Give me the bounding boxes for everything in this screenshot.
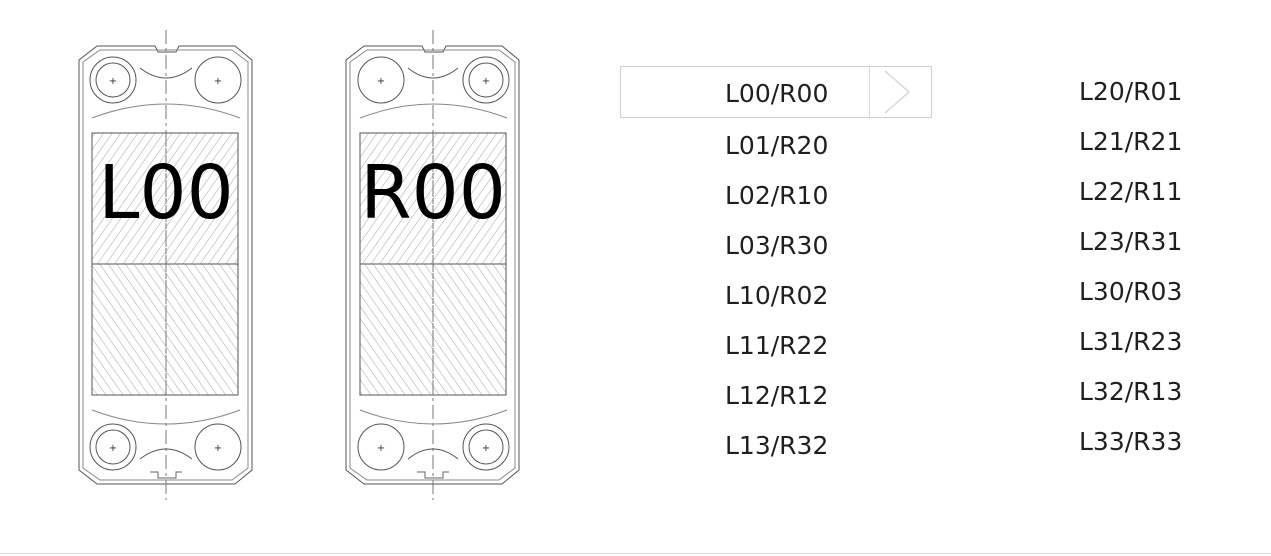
option-item[interactable]: L22/R11 — [1079, 177, 1183, 206]
left-plate-lower-hatch — [91, 263, 239, 396]
plate-diagram: + + + + L00 + + + + R00 — [78, 30, 520, 500]
bottom-divider — [0, 553, 1271, 554]
option-item[interactable]: L23/R31 — [1079, 227, 1183, 256]
port-crosshair-icon: + — [482, 443, 490, 454]
chevron-right-icon[interactable] — [883, 69, 913, 115]
option-item[interactable]: L10/R02 — [725, 281, 829, 310]
option-selected[interactable]: L00/R00 — [725, 79, 829, 108]
port-crosshair-icon: + — [482, 76, 490, 87]
selected-option-box[interactable] — [620, 66, 932, 118]
port-crosshair-icon: + — [214, 443, 222, 454]
option-item[interactable]: L31/R23 — [1079, 327, 1183, 356]
port-crosshair-icon: + — [214, 76, 222, 87]
option-item[interactable]: L20/R01 — [1079, 77, 1183, 106]
option-item[interactable]: L01/R20 — [725, 131, 829, 160]
option-item[interactable]: L13/R32 — [725, 431, 829, 460]
option-item[interactable]: L32/R13 — [1079, 377, 1183, 406]
port-crosshair-icon: + — [377, 443, 385, 454]
option-item[interactable]: L02/R10 — [725, 181, 829, 210]
option-item[interactable]: L30/R03 — [1079, 277, 1183, 306]
option-item[interactable]: L33/R33 — [1079, 427, 1183, 456]
option-item[interactable]: L11/R22 — [725, 331, 829, 360]
port-crosshair-icon: + — [377, 76, 385, 87]
option-item[interactable]: L12/R12 — [725, 381, 829, 410]
right-plate-label: R00 — [360, 150, 506, 236]
left-plate-label: L00 — [98, 150, 233, 236]
option-item[interactable]: L03/R30 — [725, 231, 829, 260]
selected-option-divider — [869, 67, 870, 117]
port-crosshair-icon: + — [109, 76, 117, 87]
option-item[interactable]: L21/R21 — [1079, 127, 1183, 156]
left-plate-upper-hatch — [91, 132, 239, 265]
port-crosshair-icon: + — [109, 443, 117, 454]
